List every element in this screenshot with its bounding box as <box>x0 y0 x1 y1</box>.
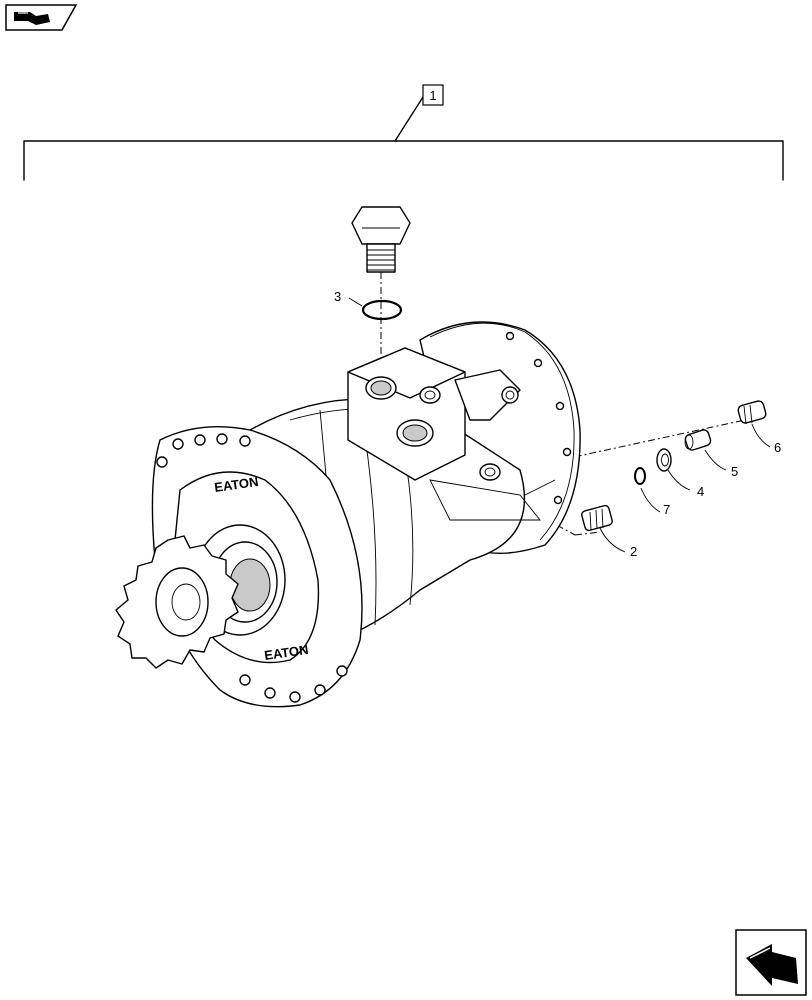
assembly-bracket <box>23 96 784 181</box>
callout-6[interactable]: 6 <box>774 440 781 455</box>
housing-text-lower: EATON <box>263 642 309 663</box>
top-ports <box>365 376 501 481</box>
part-7-snap-ring <box>634 467 661 513</box>
callout-5[interactable]: 5 <box>731 464 738 479</box>
callout-1[interactable]: 1 <box>422 84 444 106</box>
flange-bolt-holes <box>156 433 348 703</box>
callout-3[interactable]: 3 <box>334 289 341 304</box>
part-2-fitting <box>581 504 626 553</box>
callout-2[interactable]: 2 <box>630 544 637 559</box>
part-4-washer <box>656 448 691 491</box>
part-6-plug <box>737 400 771 448</box>
return-arrow-icon[interactable] <box>735 929 807 996</box>
part-3-oring <box>348 297 403 321</box>
drive-sprocket <box>115 535 239 669</box>
callout-4[interactable]: 4 <box>697 484 704 499</box>
callout-1-label: 1 <box>429 88 436 103</box>
book-nav-icon[interactable] <box>5 4 78 31</box>
top-plug <box>351 206 411 273</box>
housing-text-upper: EATON <box>213 474 259 495</box>
hydraulic-motor: EATON EATON <box>115 321 581 708</box>
callout-7[interactable]: 7 <box>663 502 670 517</box>
part-5-spacer <box>684 429 727 471</box>
end-cap-bolts <box>505 331 572 505</box>
